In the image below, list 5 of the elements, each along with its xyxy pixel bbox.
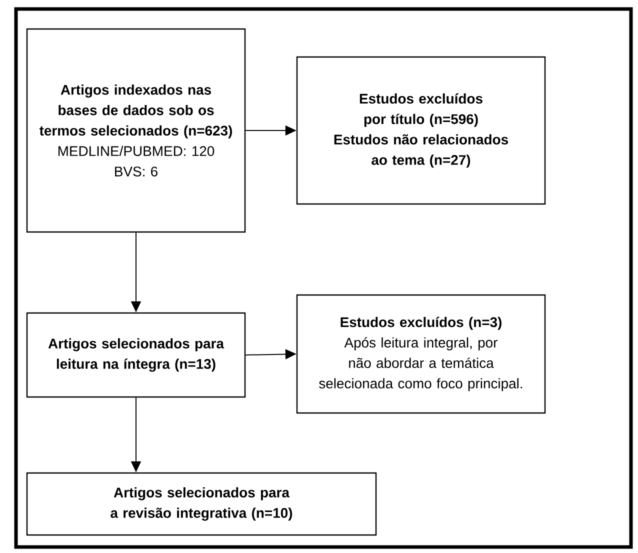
process-box: Estudos excluídos (n=3) Após leitura integral, por não abordar a temática selecionada como foco principal. [296, 294, 546, 414]
process-box: Artigos selecionados para leitura na íntegra (n=13) [26, 312, 246, 398]
process-box: Artigos selecionados para a revisão integrativa (n=10) [26, 472, 377, 536]
process-box: Artigos indexados nas bases de dados sob os termos selecionados (n=623) MEDLINE/PUBMED: 120 BVS: 6 [26, 28, 246, 233]
process-box: Estudos excluídos por título (n=596) Estudos não relacionados ao tema (n=27) [296, 56, 546, 205]
